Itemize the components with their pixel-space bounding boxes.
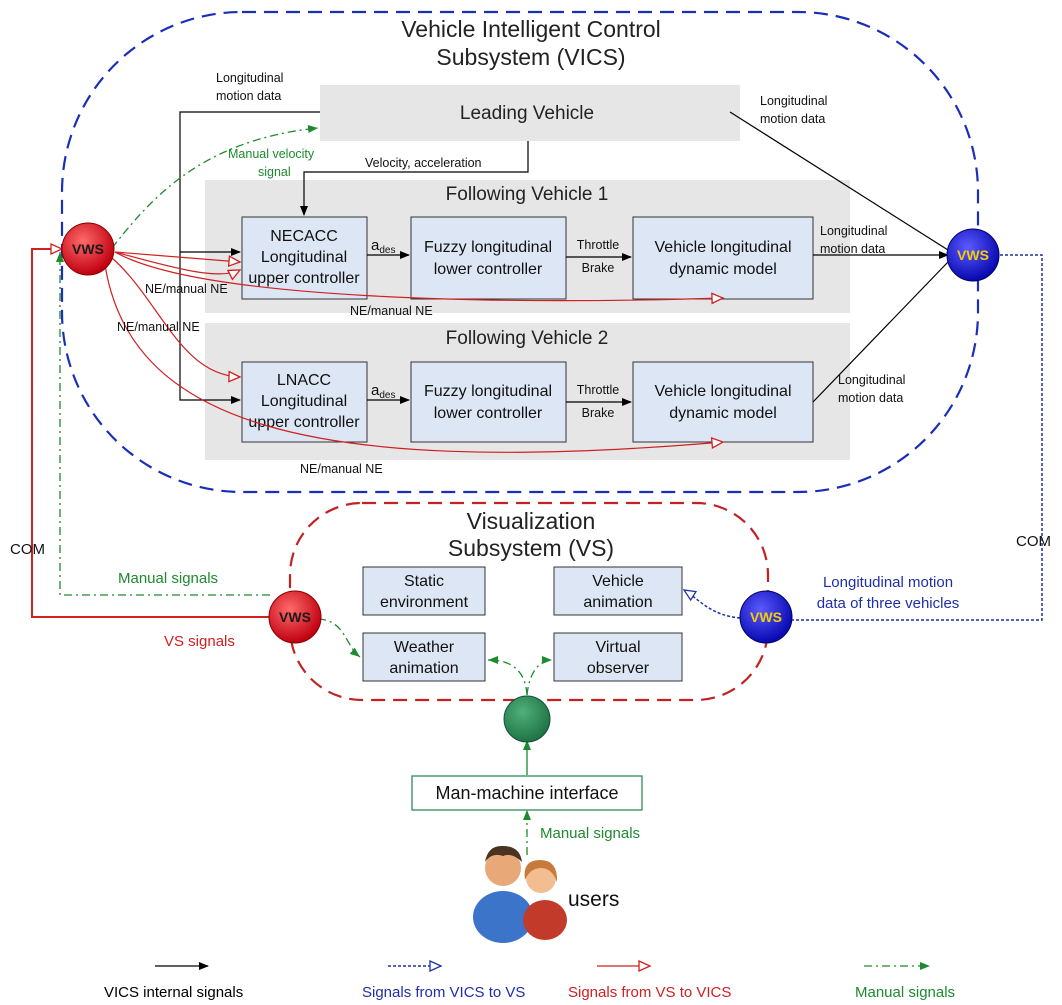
brake-label-2: Brake (582, 406, 615, 420)
virtual-observer-box (553, 632, 683, 682)
manual-velocity-signal-line (111, 125, 319, 249)
svg-text:VWS: VWS (750, 609, 782, 625)
vws-node-vs-left: VWS (268, 590, 322, 644)
legend-label-blue: Signals from VICS to VS (362, 984, 525, 1001)
fuzzy-1-line1: Fuzzy longitudinal (424, 239, 552, 256)
a-des-label-2: ades (371, 382, 395, 401)
lon-three-line2: data of three vehicles (817, 595, 960, 612)
weather-anim-line1: Weather (394, 639, 455, 656)
virtual-obs-line2: observer (587, 660, 650, 677)
lon-motion-label-fv2-2: motion data (838, 391, 903, 405)
vws-node-left: VWS (61, 222, 115, 276)
svg-text:VWS: VWS (72, 241, 104, 257)
vehicle-anim-line2: animation (583, 594, 652, 611)
lon-three-line1: Longitudinal motion (823, 574, 953, 591)
manual-signals-label-users: Manual signals (540, 825, 640, 842)
vehicle-anim-line1: Vehicle (592, 573, 644, 590)
lnacc-box (241, 361, 368, 443)
legend-label-green: Manual signals (855, 984, 955, 1001)
dynamic-model-box-1 (632, 216, 814, 300)
following-vehicle-1-title: Following Vehicle 1 (446, 184, 609, 205)
lon-motion-label-top-right-1: Longitudinal (760, 94, 827, 108)
lon-motion-label-fv1-1: Longitudinal (820, 224, 887, 238)
static-env-line1: Static (404, 573, 444, 590)
throttle-label-2: Throttle (577, 383, 619, 397)
fuzzy-1-line2: lower controller (434, 261, 543, 278)
users-icon (473, 845, 567, 943)
ne-label-2: NE/manual NE (350, 304, 433, 318)
brake-label-1: Brake (582, 261, 615, 275)
vics-title-line2: Subsystem (VICS) (436, 44, 625, 70)
virtual-obs-line1: Virtual (595, 639, 640, 656)
svg-text:VWS: VWS (957, 247, 989, 263)
legend: VICS internal signals Signals from VICS … (104, 959, 955, 1001)
vs-to-vics-signal-line (31, 242, 272, 618)
manual-velocity-label-1: Manual velocity (228, 147, 315, 161)
vics-to-vs-signals (682, 254, 1043, 627)
lon-motion-label-top-left-1: Longitudinal (216, 71, 283, 85)
lon-motion-label-fv1-2: motion data (820, 242, 885, 256)
dynamic-2-line2: dynamic model (669, 405, 777, 422)
weather-anim-line2: animation (389, 660, 458, 677)
throttle-label-1: Throttle (577, 238, 619, 252)
leading-vehicle-label: Leading Vehicle (460, 103, 594, 124)
ne-label-3: NE/manual NE (117, 320, 200, 334)
necacc-line3: upper controller (248, 270, 360, 287)
vs-title-line1: Visualization (467, 508, 596, 534)
a-des-label-1: ades (371, 237, 395, 256)
lon-motion-label-top-right-2: motion data (760, 112, 825, 126)
following-vehicle-2-title: Following Vehicle 2 (446, 328, 609, 349)
man-machine-interface-box (411, 775, 643, 811)
vs-title-line2: Subsystem (VS) (448, 535, 614, 561)
dynamic-1-line1: Vehicle longitudinal (655, 239, 792, 256)
vehicle-animation-box (553, 566, 683, 616)
velocity-acceleration-label: Velocity, acceleration (365, 156, 482, 170)
ne-label-1: NE/manual NE (145, 282, 228, 296)
dynamic-model-box-2 (632, 361, 814, 443)
legend-label-red: Signals from VS to VICS (568, 984, 731, 1001)
dynamic-2-line1: Vehicle longitudinal (655, 383, 792, 400)
users-label: users (568, 888, 619, 911)
mmi-label: Man-machine interface (435, 783, 618, 803)
manual-signals-label-vs: Manual signals (118, 570, 218, 587)
dynamic-1-line2: dynamic model (669, 261, 777, 278)
leading-vehicle-box (320, 85, 740, 141)
manual-velocity-label-2: signal (258, 165, 291, 179)
svg-text:VWS: VWS (279, 609, 311, 625)
lnacc-title: LNACC (277, 372, 331, 389)
legend-label-black: VICS internal signals (104, 984, 243, 1001)
lnacc-line2: Longitudinal (261, 393, 347, 410)
vs-signals-label: VS signals (164, 633, 235, 650)
vics-title-line1: Vehicle Intelligent Control (401, 16, 661, 42)
mmi-hub-node (503, 695, 551, 743)
vics-internal-signals (179, 111, 949, 406)
fuzzy-box-2 (410, 361, 567, 443)
manual-signal-lines (56, 252, 553, 855)
ne-label-4: NE/manual NE (300, 462, 383, 476)
com-label-left: COM (10, 541, 45, 558)
vws-node-right: VWS (946, 228, 1000, 282)
ne-signal-lines (104, 251, 725, 453)
com-label-right: COM (1016, 533, 1051, 550)
necacc-title: NECACC (270, 228, 338, 245)
static-environment-box (362, 566, 486, 616)
fuzzy-box-1 (410, 216, 567, 300)
static-env-line2: environment (380, 594, 469, 611)
lnacc-line3: upper controller (248, 414, 360, 431)
fuzzy-2-line2: lower controller (434, 405, 543, 422)
weather-animation-box (362, 632, 486, 682)
vws-node-vs-right: VWS (739, 590, 793, 644)
lon-motion-label-top-left-2: motion data (216, 89, 281, 103)
lon-motion-label-fv2-1: Longitudinal (838, 373, 905, 387)
necacc-line2: Longitudinal (261, 249, 347, 266)
necacc-box (241, 216, 368, 300)
fuzzy-2-line1: Fuzzy longitudinal (424, 383, 552, 400)
